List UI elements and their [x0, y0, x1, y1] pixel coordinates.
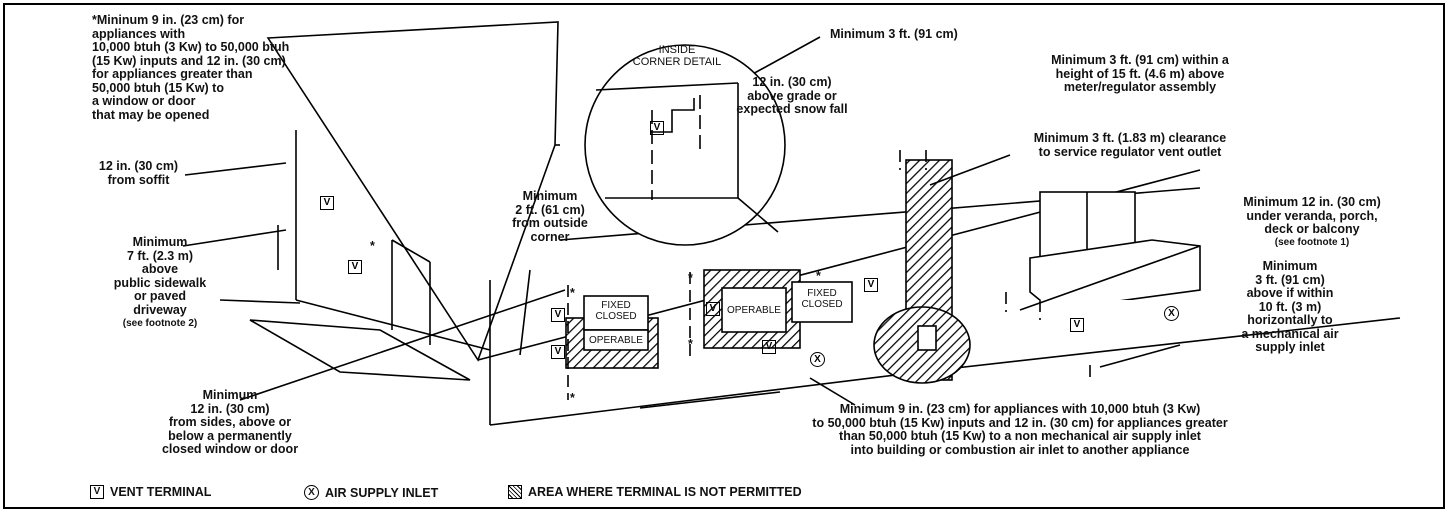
hatch-area-icon	[508, 485, 522, 499]
vent-terminal-icon: V	[706, 302, 720, 316]
window-mid-operable-text: OPERABLE	[727, 305, 781, 316]
asterisk-mark: *	[370, 239, 375, 253]
vent-terminal-icon: V	[1070, 318, 1084, 332]
air-supply-inlet-icon: X	[1164, 306, 1179, 321]
non-mechanical-inlet-label: Minimum 9 in. (23 cm) for appliances wit…	[812, 402, 1228, 457]
window-mid-fixed-text: FIXED CLOSED	[801, 288, 843, 310]
asterisk-mark: *	[688, 271, 693, 285]
vent-terminal-icon: V	[348, 260, 362, 274]
diagram-frame	[3, 3, 1445, 509]
asterisk-mark: *	[570, 286, 575, 300]
inside-corner-circle	[584, 44, 786, 246]
legend-air-supply-inlet-text: AIR SUPPLY INLET	[325, 485, 439, 500]
sidewalk	[249, 319, 471, 381]
sidewalk-label: Minimum 7 ft. (2.3 m) above public sidew…	[113, 235, 207, 317]
legend-vent-terminal: V VENT TERMINAL	[90, 485, 211, 499]
outside-corner-label: Minimum 2 ft. (61 cm) from outside corne…	[512, 189, 588, 244]
vent-terminal-icon: V	[320, 196, 334, 210]
veranda-deck	[1029, 239, 1201, 311]
sidewalk-footnote: (see footnote 2)	[122, 318, 198, 329]
window-left-operable	[583, 329, 649, 351]
vent-terminal-icon: V	[864, 278, 878, 292]
window-mid-operable	[721, 287, 787, 333]
air-supply-inlet-icon: X	[810, 352, 825, 367]
vent-terminal-icon: V	[551, 345, 565, 359]
legend-vent-terminal-text: VENT TERMINAL	[110, 485, 212, 499]
asterisk-mark: *	[816, 269, 821, 283]
above-grade-label: 12 in. (30 cm) above grade or expected s…	[736, 75, 848, 116]
window-left-operable-text: OPERABLE	[589, 335, 643, 346]
service-regulator-label: Minimum 3 ft. (1.83 m) clearance to serv…	[1033, 131, 1227, 159]
sides-closed-window-label: Minimum 12 in. (30 cm) from sides, above…	[161, 388, 299, 456]
vent-terminal-icon: V	[90, 485, 104, 499]
veranda-footnote: (see footnote 1)	[1274, 237, 1350, 248]
legend-not-permitted-text: AREA WHERE TERMINAL IS NOT PERMITTED	[528, 485, 802, 499]
meter-regulator-label: Minimum 3 ft. (91 cm) within a height of…	[1051, 53, 1229, 94]
inside-corner-detail-label: INSIDE CORNER DETAIL	[632, 44, 722, 68]
window-left-fixed	[583, 295, 649, 331]
window-door-clearance-label: *Mininum 9 in. (23 cm) for appliances wi…	[92, 13, 290, 122]
inside-corner-minimum-label: Minimum 3 ft. (91 cm)	[830, 27, 958, 41]
vent-terminal-icon: V	[650, 121, 664, 135]
window-left-fixed-text: FIXED CLOSED	[595, 300, 637, 322]
air-supply-inlet-icon: X	[304, 485, 319, 500]
veranda-label: Minimum 12 in. (30 cm) under veranda, po…	[1243, 195, 1381, 236]
legend-not-permitted: AREA WHERE TERMINAL IS NOT PERMITTED	[508, 485, 802, 499]
vent-terminal-icon: V	[551, 308, 565, 322]
meter-box	[917, 325, 937, 351]
soffit-label: 12 in. (30 cm) from soffit	[98, 159, 179, 187]
legend-air-supply-inlet: X AIR SUPPLY INLET	[304, 485, 438, 500]
vent-terminal-icon: V	[762, 340, 776, 354]
asterisk-mark: *	[688, 337, 693, 351]
window-mid-fixed	[791, 281, 853, 323]
asterisk-mark: *	[570, 391, 575, 405]
mechanical-inlet-label: Minimum 3 ft. (91 cm) above if within 10…	[1241, 259, 1339, 354]
